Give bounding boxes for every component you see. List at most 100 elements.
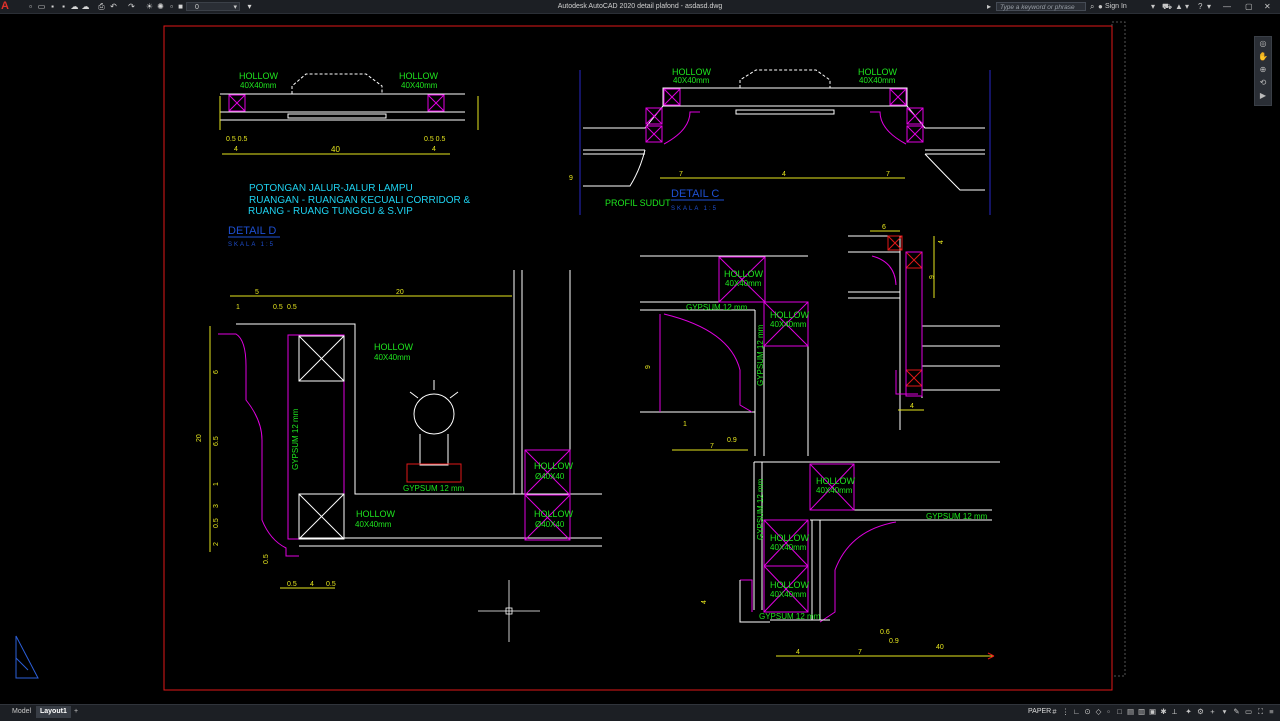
dim-label: 4 bbox=[782, 171, 786, 178]
user-icon[interactable]: ● bbox=[1098, 2, 1103, 11]
title-bar: A ▫ ▭ ▪ ▪ ☁ ☁ ⎙ ↶ ↷ ☀ ✺ ▫ ■ 0 ▾ ▾ Autode… bbox=[0, 0, 1280, 14]
isolate-objects-icon[interactable]: ✎ bbox=[1233, 707, 1240, 716]
isodraft-icon[interactable]: ◇ bbox=[1095, 707, 1102, 716]
dim-label: 4 bbox=[910, 403, 914, 410]
note-line: RUANG - RUANG TUNGGU & S.VIP bbox=[248, 206, 413, 217]
detail-caption: DETAIL D bbox=[228, 225, 276, 237]
help-dropdown-icon[interactable]: ▾ bbox=[1207, 2, 1212, 11]
hollow-size: 40X40mm bbox=[770, 320, 807, 329]
minimize-icon[interactable]: — bbox=[1223, 2, 1231, 11]
open-file-icon[interactable]: ▭ bbox=[37, 2, 46, 11]
hollow-label: HOLLOW bbox=[816, 476, 856, 486]
dim-label: 3 bbox=[213, 504, 220, 508]
orbit-icon[interactable]: ⟲ bbox=[1259, 78, 1267, 87]
hollow-size: Ø40X40 bbox=[535, 520, 565, 529]
layer-value: 0 bbox=[195, 4, 199, 11]
ortho-icon[interactable]: ∟ bbox=[1072, 707, 1081, 716]
dim-label: 6 bbox=[882, 224, 886, 231]
tab-layout1[interactable]: Layout1 bbox=[36, 706, 71, 718]
annotation-monitor-icon[interactable]: + bbox=[1210, 707, 1215, 716]
selection-cycling-icon[interactable]: ▣ bbox=[1148, 707, 1157, 716]
osnap-icon[interactable]: ▫ bbox=[1107, 707, 1110, 716]
search-input[interactable]: Type a keyword or phrase bbox=[996, 2, 1086, 11]
annotation-scale-icon[interactable]: ✦ bbox=[1185, 707, 1192, 716]
paper-space-toggle[interactable]: PAPER bbox=[1028, 708, 1052, 715]
section-left: 5 20 1 0.5 0.5 20 6 6.5 1 3 0.5 2 0.5 0.… bbox=[196, 270, 602, 589]
detail-c: 9 7 4 7 HOLLOW 40X40mm HOLLOW 40X40mm PR… bbox=[569, 67, 991, 215]
osnap-tracking-icon[interactable]: □ bbox=[1117, 707, 1122, 716]
undo-icon[interactable]: ↶ bbox=[110, 2, 117, 11]
crosshair-cursor bbox=[478, 580, 540, 642]
sign-in-dropdown-icon[interactable]: ▾ bbox=[1151, 2, 1156, 11]
tab-model[interactable]: Model bbox=[12, 708, 32, 715]
detail-scale: SKALA 1:5 bbox=[671, 206, 718, 212]
binoculars-icon[interactable]: ⌕ bbox=[1090, 2, 1095, 11]
clean-screen-icon[interactable]: ⛶ bbox=[1257, 707, 1264, 716]
layer-color-icon[interactable]: ■ bbox=[178, 2, 183, 11]
add-layout-button[interactable]: + bbox=[74, 708, 79, 715]
close-icon[interactable]: ✕ bbox=[1264, 2, 1271, 11]
drawing-viewport[interactable]: HOLLOW 40X40mm HOLLOW 40X40mm 40 0.5 0.5… bbox=[0, 14, 1280, 704]
showmotion-icon[interactable]: ▶ bbox=[1259, 91, 1267, 100]
maximize-icon[interactable]: ▢ bbox=[1245, 2, 1253, 11]
dim-label: 40 bbox=[936, 644, 944, 651]
sign-in-link[interactable]: Sign In bbox=[1105, 3, 1127, 10]
quick-access-more-icon[interactable]: ▾ bbox=[247, 2, 252, 11]
3d-osnap-icon[interactable]: ✱ bbox=[1160, 707, 1167, 716]
gypsum-label: GYPSUM 12 mm bbox=[759, 612, 821, 621]
drawing-canvas[interactable]: HOLLOW 40X40mm HOLLOW 40X40mm 40 0.5 0.5… bbox=[0, 14, 1280, 704]
hollow-label: HOLLOW bbox=[770, 533, 810, 543]
hollow-size: 40X40mm bbox=[401, 81, 438, 90]
layer-sun-icon[interactable]: ✺ bbox=[157, 2, 164, 11]
hollow-size: 40X40mm bbox=[374, 353, 411, 362]
transparency-icon[interactable]: ▥ bbox=[1137, 707, 1146, 716]
units-icon[interactable]: ▾ bbox=[1222, 707, 1227, 716]
dim-label: 0.5 0.5 bbox=[424, 136, 446, 143]
snap-icon[interactable]: ⋮ bbox=[1061, 707, 1070, 716]
polar-icon[interactable]: ⊙ bbox=[1084, 707, 1091, 716]
pan-icon[interactable]: ✋ bbox=[1258, 52, 1268, 61]
ucs-icon bbox=[15, 635, 39, 679]
dim-label: 4 bbox=[234, 146, 238, 153]
layer-dropdown[interactable]: 0 ▾ bbox=[186, 2, 240, 11]
search-arrow-icon[interactable]: ▸ bbox=[987, 2, 992, 11]
full-navigation-wheel-icon[interactable]: ◎ bbox=[1259, 39, 1267, 48]
autocad-logo-icon[interactable]: A bbox=[1, 0, 9, 12]
app-store-icon[interactable]: ⛟ bbox=[1162, 2, 1173, 11]
workspace-switch-icon[interactable]: ⚙ bbox=[1197, 707, 1204, 716]
zoom-extents-icon[interactable]: ⊕ bbox=[1259, 65, 1267, 74]
customization-icon[interactable]: ≡ bbox=[1269, 707, 1274, 716]
hollow-label: HOLLOW bbox=[534, 461, 574, 471]
cloud-save-icon[interactable]: ☁ bbox=[81, 2, 90, 11]
hollow-label: HOLLOW bbox=[858, 67, 898, 77]
sheet-border bbox=[163, 25, 1113, 691]
dim-label: 40 bbox=[331, 145, 340, 154]
dim-label: 4 bbox=[701, 600, 708, 604]
dynamic-ucs-icon[interactable]: ⟂ bbox=[1171, 707, 1177, 716]
profile-label: PROFIL SUDUT bbox=[605, 198, 671, 208]
dim-label: 20 bbox=[396, 289, 404, 296]
cloud-open-icon[interactable]: ☁ bbox=[70, 2, 79, 11]
section-right: 9 7 1 7 40 4 4 0.9 0.6 0.9 HOLLOW 40X40m… bbox=[640, 255, 1000, 660]
note-line: RUANGAN - RUANGAN KECUALI CORRIDOR & bbox=[249, 195, 470, 206]
lineweight-icon[interactable]: ▤ bbox=[1126, 707, 1135, 716]
new-file-icon[interactable]: ▫ bbox=[29, 2, 32, 11]
connected-dropdown-icon[interactable]: ▾ bbox=[1185, 2, 1190, 11]
dim-label: 0.5 bbox=[273, 304, 283, 311]
dim-label: 9 bbox=[929, 275, 936, 279]
dim-label: 7 bbox=[710, 443, 714, 450]
grid-icon[interactable]: # bbox=[1052, 707, 1057, 716]
layer-lightbulb-icon[interactable]: ☀ bbox=[145, 2, 154, 11]
help-icon[interactable]: ? bbox=[1198, 2, 1203, 11]
save-icon[interactable]: ▪ bbox=[51, 2, 54, 11]
stay-connected-icon[interactable]: ▲ bbox=[1175, 2, 1183, 11]
dim-label: 7 bbox=[886, 171, 890, 178]
hollow-label: HOLLOW bbox=[239, 71, 279, 81]
layer-lock-icon[interactable]: ▫ bbox=[170, 2, 173, 11]
note-line: POTONGAN JALUR-JALUR LAMPU bbox=[249, 183, 413, 194]
redo-icon[interactable]: ↷ bbox=[128, 2, 135, 11]
print-icon[interactable]: ⎙ bbox=[98, 2, 105, 11]
save-as-icon[interactable]: ▪ bbox=[62, 2, 65, 11]
graphics-performance-icon[interactable]: ▭ bbox=[1244, 707, 1253, 716]
hollow-size: 40X40mm bbox=[240, 81, 277, 90]
